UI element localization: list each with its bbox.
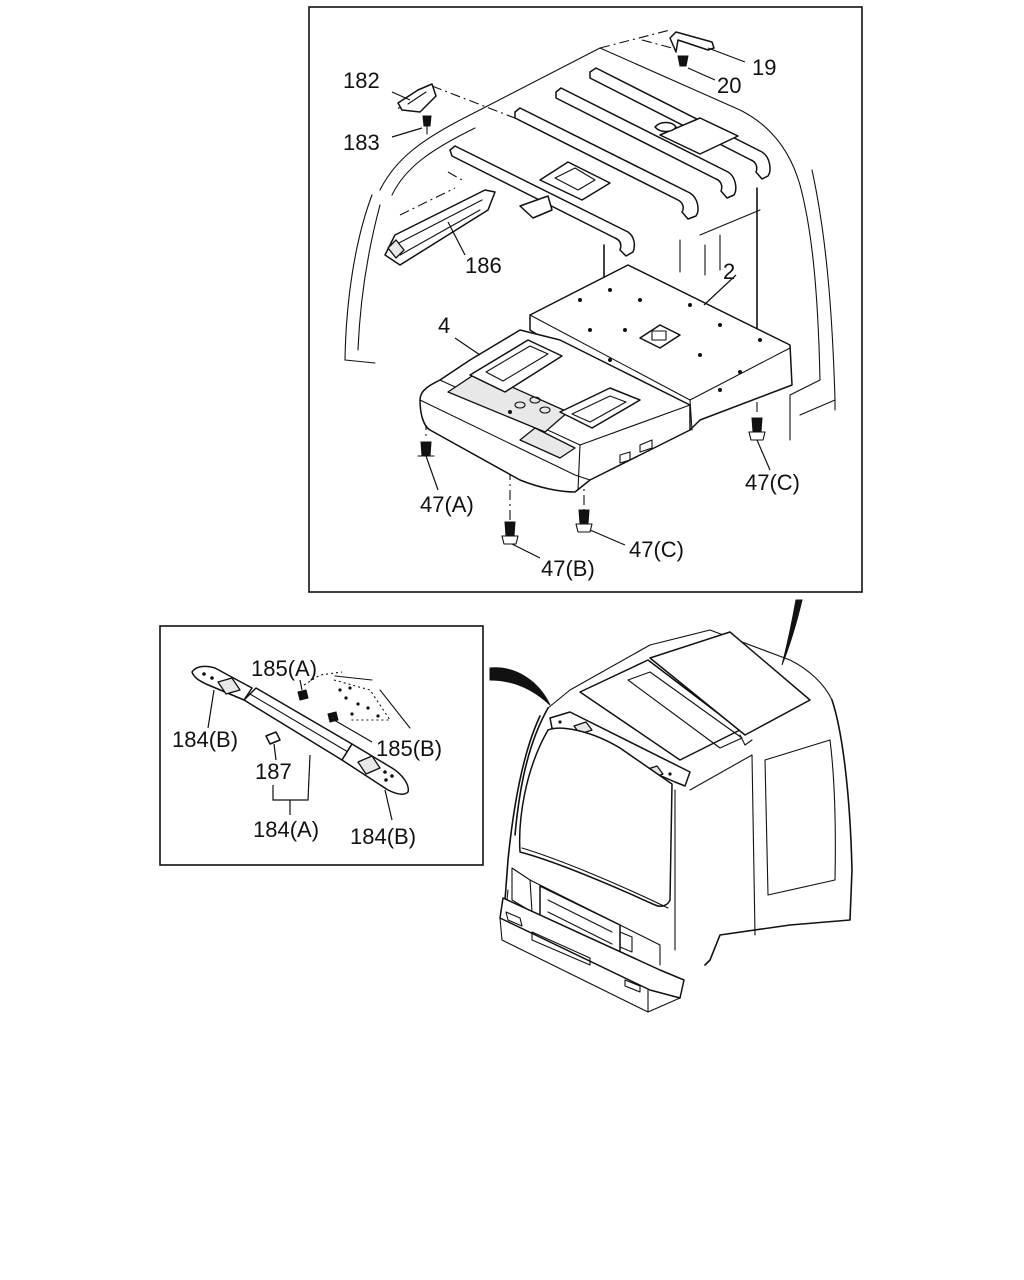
label-186: 186 bbox=[465, 253, 502, 278]
clip-47c-right bbox=[748, 417, 766, 441]
roof-assembly-frame bbox=[308, 6, 863, 593]
clip-47b bbox=[501, 521, 519, 545]
detail-leader-lines bbox=[207, 679, 393, 821]
label-182: 182 bbox=[343, 68, 380, 93]
label-4: 4 bbox=[438, 313, 450, 338]
top-leader-lines bbox=[391, 47, 771, 559]
label-183: 183 bbox=[343, 130, 380, 155]
clip-47c-bottom bbox=[575, 509, 593, 533]
pointer-arrow-roof bbox=[781, 599, 803, 666]
screw-20 bbox=[677, 55, 689, 67]
side-trim-186 bbox=[384, 189, 496, 266]
label-187: 187 bbox=[255, 759, 292, 784]
pointer-arrow-detail bbox=[489, 667, 551, 706]
roof-bows bbox=[449, 67, 771, 257]
label-185a: 185(A) bbox=[251, 656, 317, 681]
label-47c-bottom: 47(C) bbox=[629, 537, 684, 562]
overhead-console-detail bbox=[191, 665, 411, 795]
cab-roof-outline bbox=[344, 47, 836, 441]
screw-183 bbox=[422, 115, 432, 135]
label-47c-right: 47(C) bbox=[745, 470, 800, 495]
console-detail-frame bbox=[159, 625, 484, 866]
label-184b-right: 184(B) bbox=[350, 824, 416, 849]
clip-47a bbox=[417, 441, 435, 457]
label-47b: 47(B) bbox=[541, 556, 595, 581]
label-47a: 47(A) bbox=[420, 492, 474, 517]
label-184a: 184(A) bbox=[253, 817, 319, 842]
label-185b: 185(B) bbox=[376, 736, 442, 761]
front-console-lining-4 bbox=[419, 329, 691, 493]
label-20: 20 bbox=[717, 73, 741, 98]
label-2: 2 bbox=[723, 259, 735, 284]
bracket-182 bbox=[397, 83, 437, 113]
trim-strip-19 bbox=[669, 31, 715, 53]
label-184b-left: 184(B) bbox=[172, 727, 238, 752]
label-19: 19 bbox=[752, 55, 776, 80]
truck-cab-view bbox=[499, 629, 853, 1013]
